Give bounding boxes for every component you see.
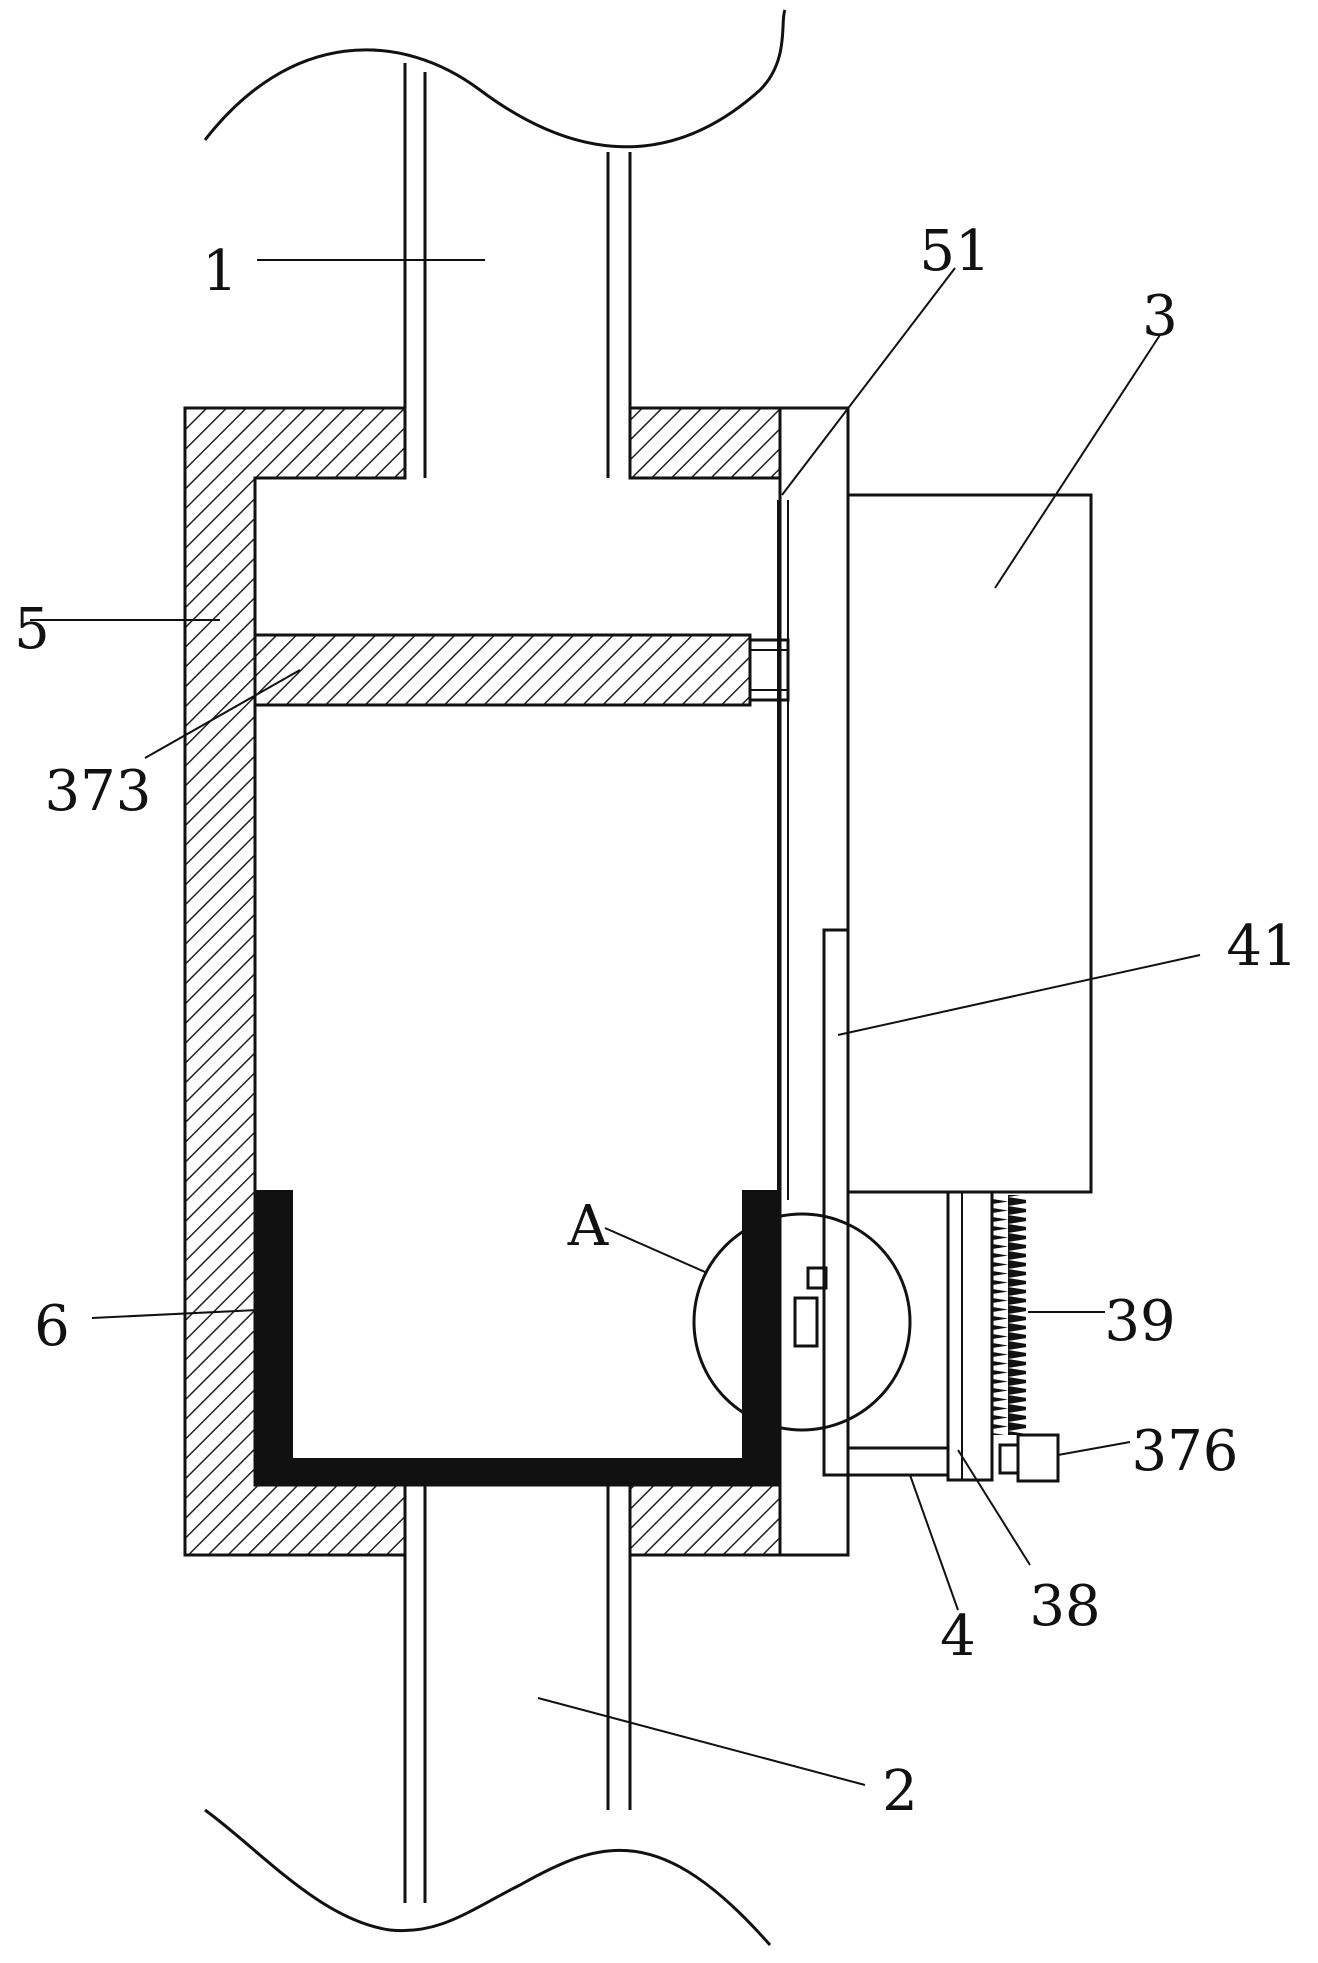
gear-mechanism: [692, 1190, 1060, 1483]
label-39: 39: [1104, 1289, 1175, 1354]
rack-41: [822, 928, 850, 1477]
label-38: 38: [1029, 1574, 1100, 1639]
label-2: 2: [882, 1759, 918, 1824]
label-41: 41: [1226, 914, 1297, 979]
label-4: 4: [940, 1604, 976, 1669]
label-3: 3: [1142, 284, 1178, 349]
liner-6: [255, 1190, 780, 1485]
label-5: 5: [14, 597, 50, 662]
label-a: A: [567, 1194, 609, 1259]
piston-373: [253, 633, 790, 707]
label-6: 6: [34, 1294, 70, 1359]
side-plate: [777, 406, 850, 1557]
upper-pipe: [203, 9, 787, 478]
label-51: 51: [919, 219, 990, 284]
box-3: [846, 493, 1093, 1194]
reference-labels: 1 51 3 5 373 41 A 6 39 376 38 4 2: [14, 219, 1297, 1824]
detail-circle-a: [692, 1212, 912, 1432]
label-376: 376: [1132, 1419, 1239, 1484]
label-373: 373: [45, 759, 152, 824]
leader-lines: [30, 259, 1201, 1786]
label-1: 1: [202, 239, 238, 304]
